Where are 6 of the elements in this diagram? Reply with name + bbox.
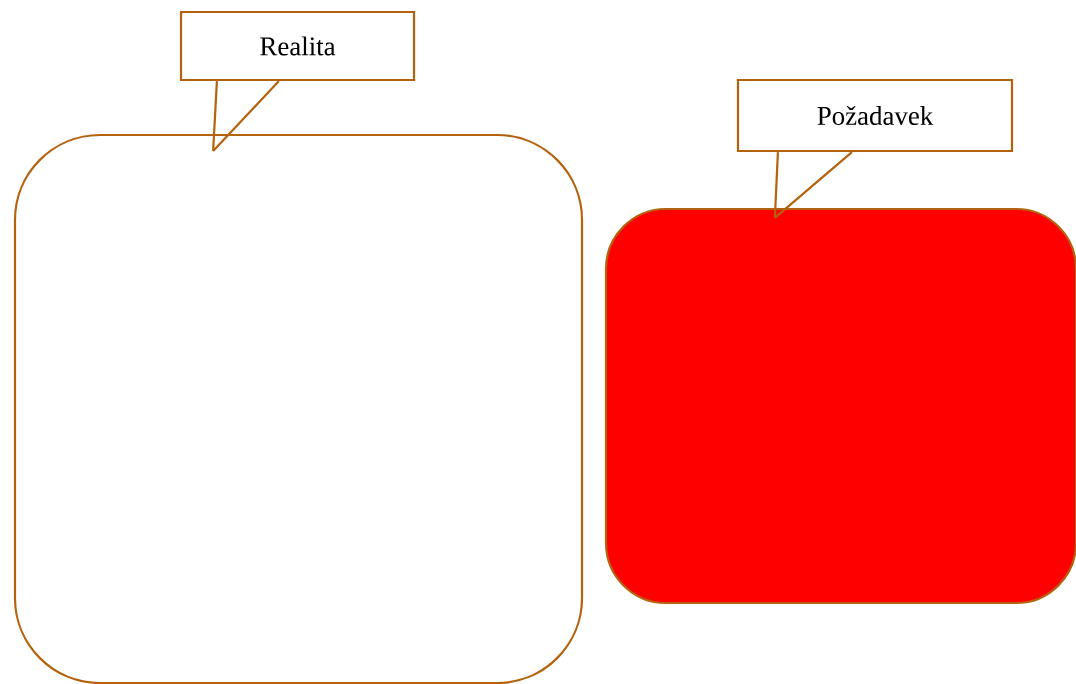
rounded-box [13, 133, 584, 684]
callout-pointer [773, 151, 853, 219]
callout-box: Požadavek [736, 78, 1014, 153]
callout-pointer [212, 80, 280, 152]
rounded-box [604, 207, 1076, 605]
callout-box: Realita [179, 10, 416, 82]
